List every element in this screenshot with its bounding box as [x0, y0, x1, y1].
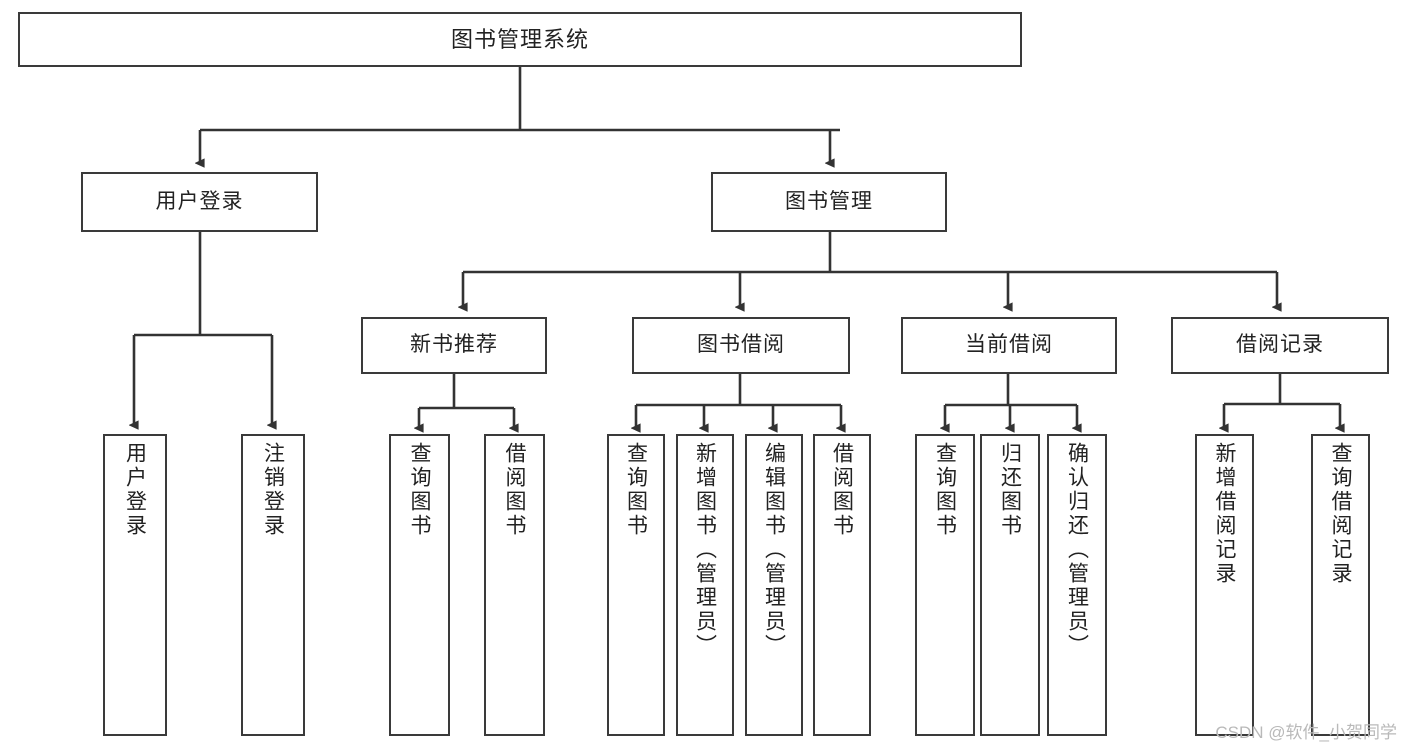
- node-leaf-user-login[interactable]: 用户登录: [103, 434, 167, 736]
- node-book-borrow[interactable]: 图书借阅: [632, 317, 850, 374]
- node-borrow-record[interactable]: 借阅记录: [1171, 317, 1389, 374]
- node-label: 借阅图书: [503, 442, 526, 538]
- node-leaf-borrow-book-1[interactable]: 借阅图书: [484, 434, 545, 736]
- node-leaf-query-book-1[interactable]: 查询图书: [389, 434, 450, 736]
- node-label: 查询图书: [408, 442, 431, 538]
- node-label: 新书推荐: [410, 333, 498, 357]
- node-label: 借阅记录: [1236, 333, 1324, 357]
- node-book-manage[interactable]: 图书管理: [711, 172, 947, 232]
- node-leaf-add-book[interactable]: 新增图书（管理员）: [676, 434, 734, 736]
- node-leaf-user-logout[interactable]: 注销登录: [241, 434, 305, 736]
- node-label: 查询图书: [624, 442, 648, 538]
- node-label: 当前借阅: [965, 333, 1053, 357]
- node-current-borrow[interactable]: 当前借阅: [901, 317, 1117, 374]
- node-leaf-add-record[interactable]: 新增借阅记录: [1195, 434, 1254, 736]
- node-leaf-query-record[interactable]: 查询借阅记录: [1311, 434, 1370, 736]
- node-leaf-edit-book[interactable]: 编辑图书（管理员）: [745, 434, 803, 736]
- node-leaf-query-book-3[interactable]: 查询图书: [915, 434, 975, 736]
- node-root[interactable]: 图书管理系统: [18, 12, 1022, 67]
- node-label: 借阅图书: [830, 442, 854, 538]
- node-new-book-rec[interactable]: 新书推荐: [361, 317, 547, 374]
- node-leaf-query-book-2[interactable]: 查询图书: [607, 434, 665, 736]
- node-label: 图书借阅: [697, 333, 785, 357]
- node-leaf-return-book[interactable]: 归还图书: [980, 434, 1040, 736]
- node-label: 图书管理: [785, 189, 873, 213]
- node-leaf-borrow-book-2[interactable]: 借阅图书: [813, 434, 871, 736]
- node-label: 图书管理系统: [450, 26, 589, 52]
- node-label: 查询图书: [933, 442, 957, 538]
- node-label: 新增借阅记录: [1213, 442, 1236, 586]
- node-label: 用户登录: [155, 189, 244, 213]
- node-label: 注销登录: [261, 442, 285, 538]
- node-label: 确认归还（管理员）: [1065, 442, 1089, 658]
- node-label: 归还图书: [998, 442, 1022, 538]
- node-label: 用户登录: [123, 442, 147, 538]
- node-label: 编辑图书（管理员）: [762, 442, 786, 658]
- node-leaf-confirm-return[interactable]: 确认归还（管理员）: [1047, 434, 1107, 736]
- node-label: 新增图书（管理员）: [693, 442, 717, 658]
- node-label: 查询借阅记录: [1329, 442, 1352, 586]
- node-user-login[interactable]: 用户登录: [81, 172, 318, 232]
